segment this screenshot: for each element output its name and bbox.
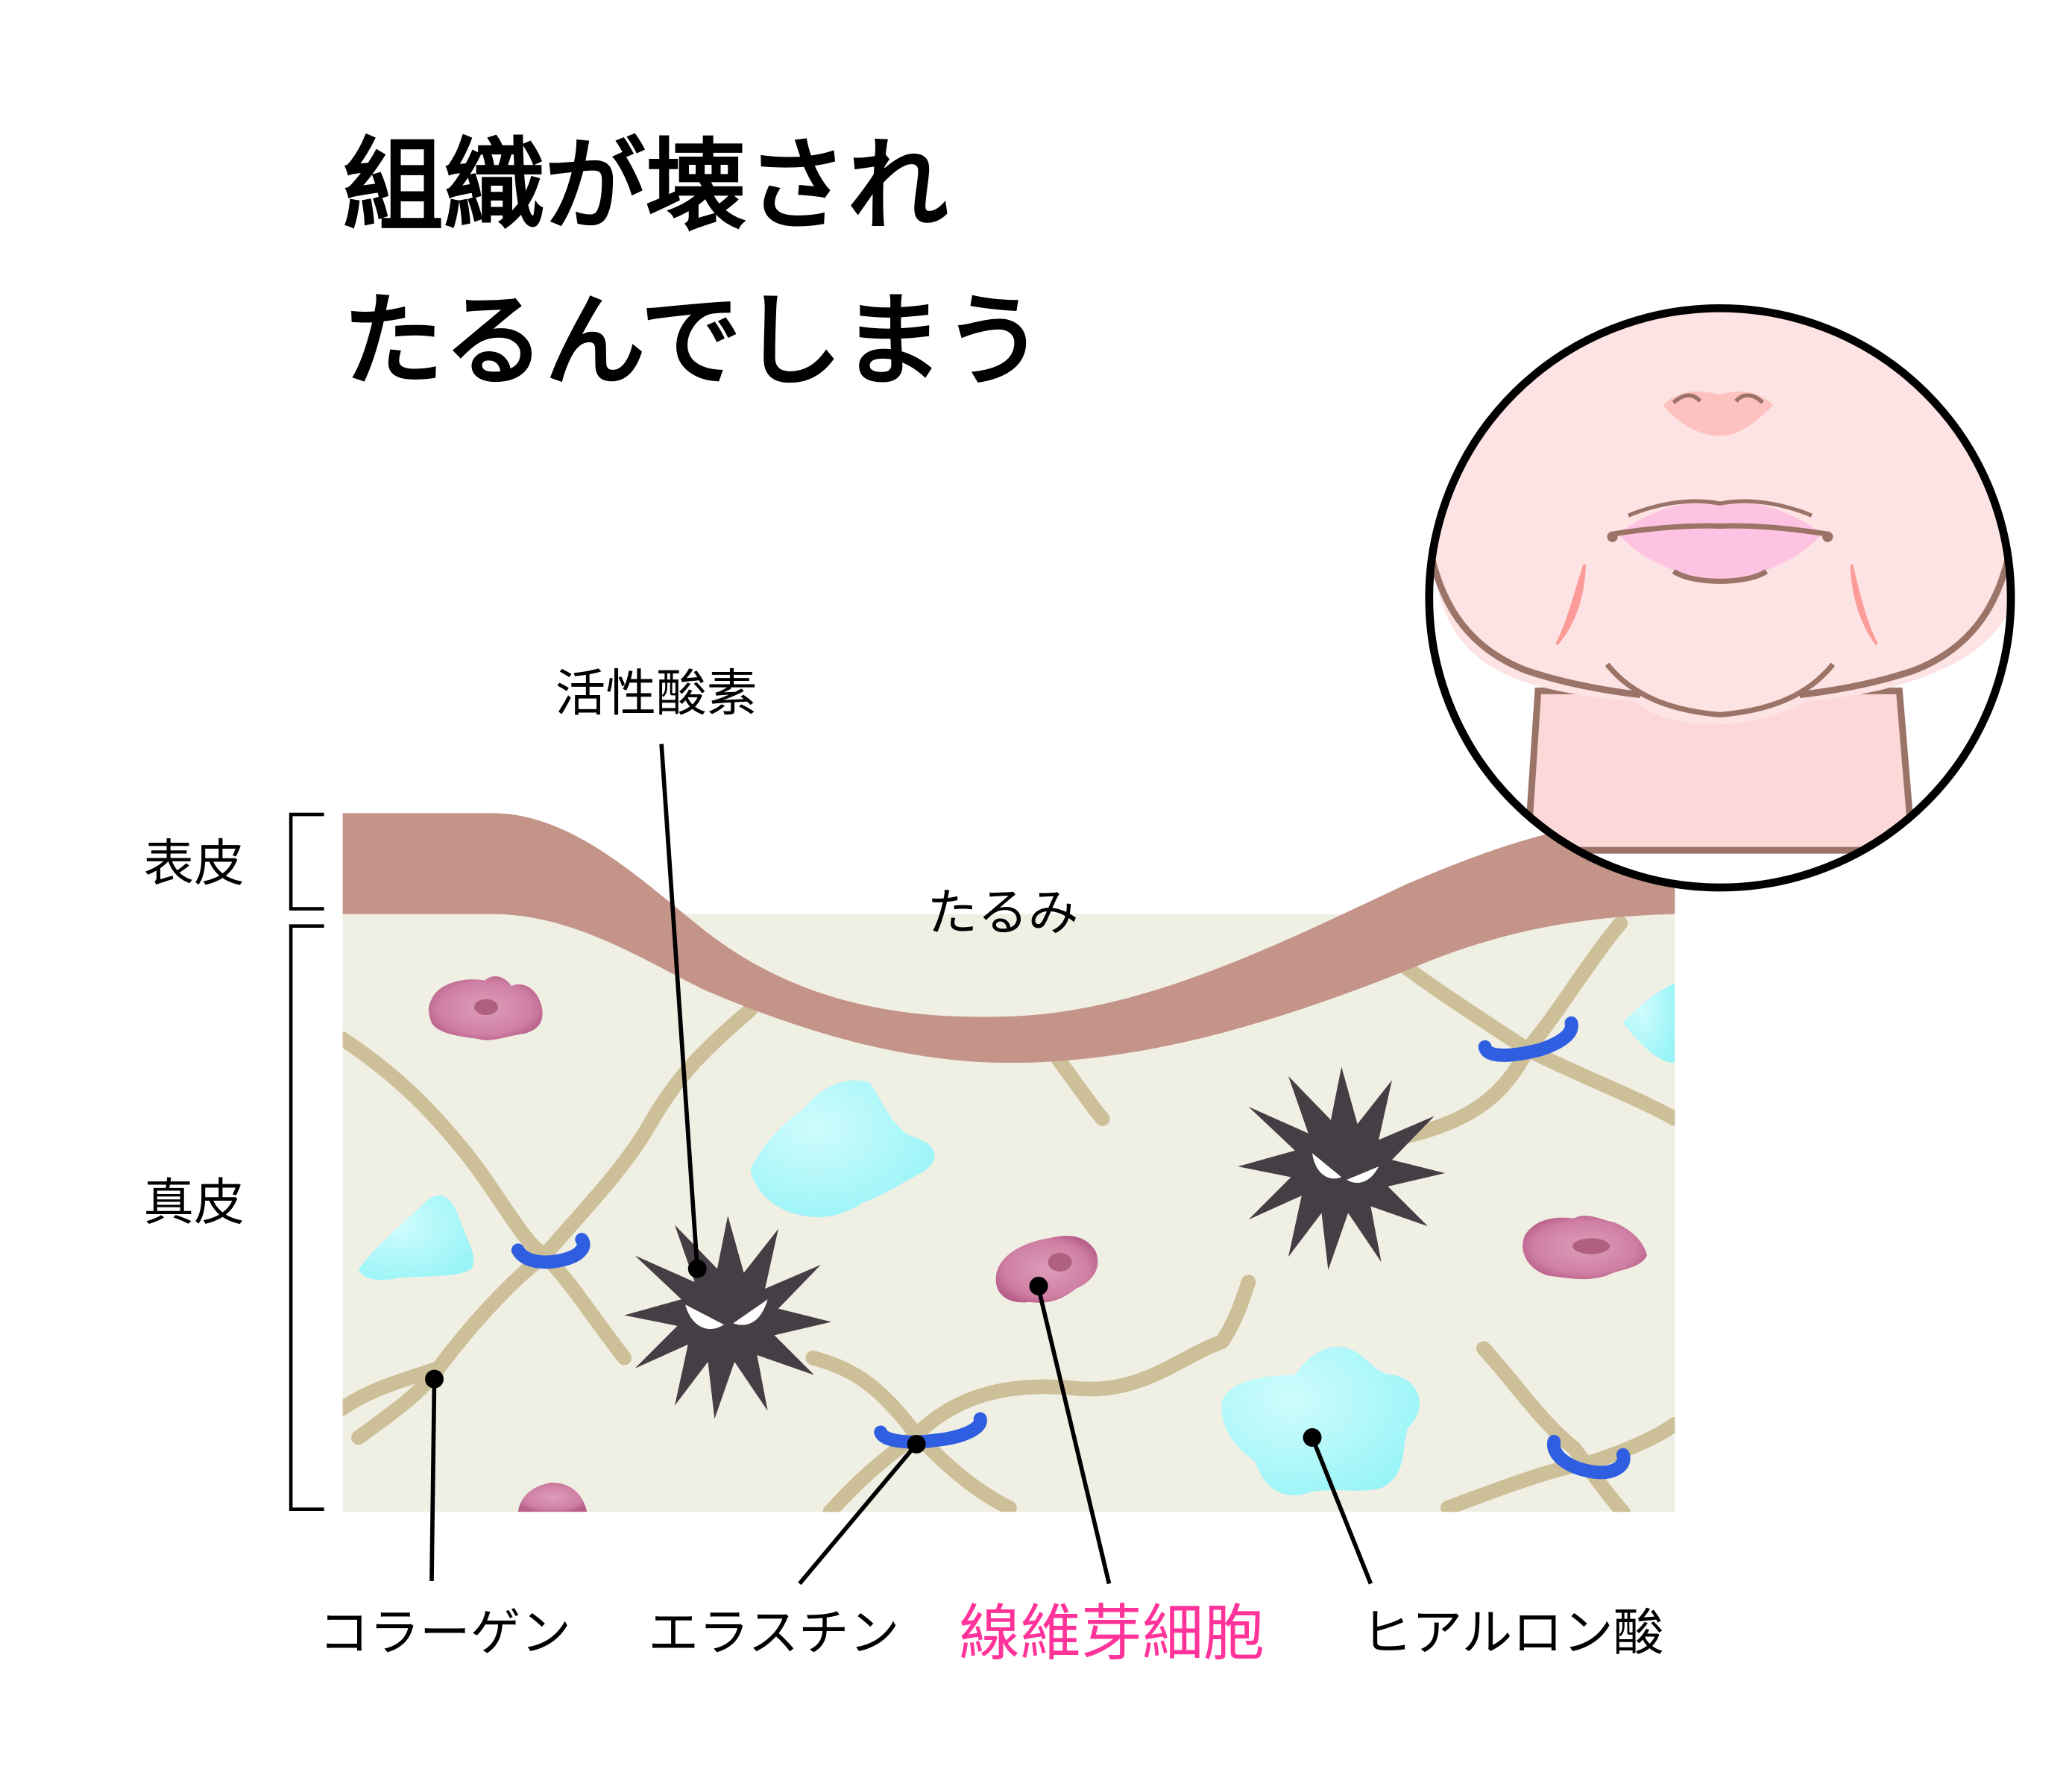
title-line-2: たるんでしまう — [343, 282, 1045, 400]
fibroblast-cells — [428, 975, 1647, 1512]
callout-leaders — [425, 744, 1373, 1586]
dermis-label: 真皮 — [143, 1172, 244, 1231]
epidermis-bracket — [289, 812, 324, 911]
fibroblast-cell — [428, 975, 543, 1040]
active-oxygen-label: 活性酸素 — [555, 664, 758, 723]
lips — [1617, 501, 1823, 579]
active-oxygen-molecule — [1238, 1066, 1446, 1271]
fibroblast-cell — [995, 1235, 1098, 1303]
epidermis-label: 表皮 — [143, 834, 244, 893]
hyaluronic-acid-label: ヒアルロン酸 — [1361, 1603, 1663, 1662]
face-closeup-inset — [1425, 304, 2015, 892]
fibroblast-label: 線維芽細胞 — [959, 1598, 1265, 1669]
hyaluronic-acid-molecules — [358, 983, 1675, 1495]
inset-circle-border — [1425, 304, 2015, 892]
collagen-label: コラーゲン — [319, 1603, 571, 1662]
elastin-label: エラスチン — [648, 1603, 899, 1662]
elastin-fibers — [511, 1016, 1631, 1480]
dermis-layer — [342, 914, 1675, 1512]
active-oxygen-molecule — [624, 1216, 832, 1419]
fibroblast-cell — [1522, 1216, 1647, 1280]
title-line-1: 組織が壊され — [343, 127, 948, 245]
epidermis-layer — [342, 813, 1675, 1063]
nose — [1663, 391, 1774, 436]
fibroblast-cell — [517, 1483, 588, 1512]
active-oxygen-molecules — [624, 1066, 1446, 1419]
dermis-bracket — [289, 924, 324, 1512]
sagging-label: たるみ — [927, 883, 1078, 942]
